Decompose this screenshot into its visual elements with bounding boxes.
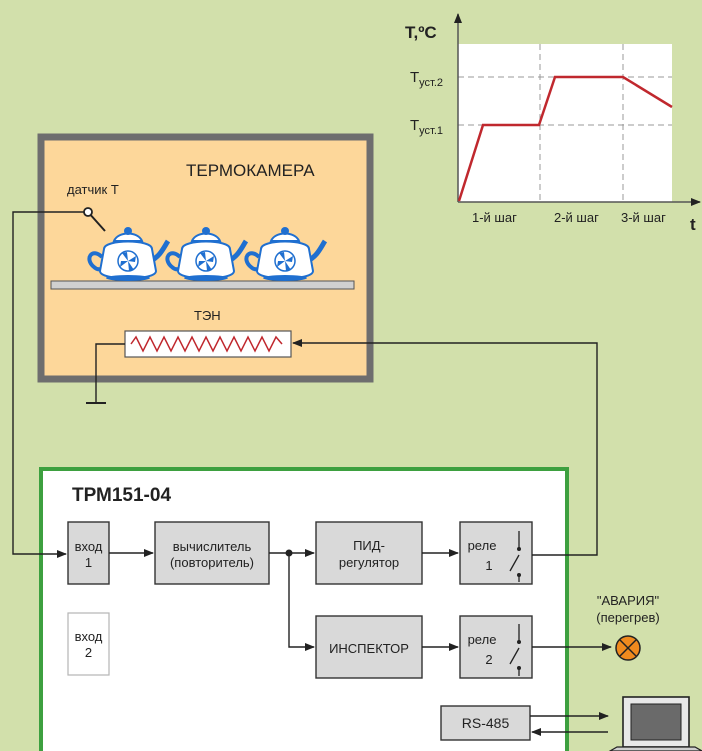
sensor-to-input-wire <box>12 211 88 558</box>
heater-coil <box>130 335 283 353</box>
inspector-label: ИНСПЕКТОР <box>329 641 409 656</box>
setpoint-2-label: Tуст.2 <box>410 69 443 89</box>
calculator-label: вычислитель <box>173 539 252 554</box>
step-label-2: 2-й шаг <box>554 210 599 225</box>
step-label-1: 1-й шаг <box>472 210 517 225</box>
heater-ground-wire <box>95 343 125 403</box>
pid-block: ПИД- регулятор <box>315 521 423 585</box>
sensor-tip <box>83 207 93 217</box>
relay-2-box <box>459 615 533 679</box>
relay-2-switch-icon <box>509 624 521 676</box>
temperature-profile-graph: T,ºC t Tуст.2 Tуст.1 1-й шаг 2-й шаг 3-й… <box>405 13 701 234</box>
pid-label-line2: регулятор <box>339 555 399 570</box>
trm151-device-panel <box>39 467 569 751</box>
calculator-block: вычислитель (повторитель) <box>154 521 270 585</box>
sensor-label: датчик Т <box>67 182 119 197</box>
input-2-block: вход 2 <box>67 612 110 676</box>
input-1-label: вход <box>75 539 103 554</box>
relay-1-number: 1 <box>485 558 492 573</box>
input-2-box <box>67 612 110 676</box>
alarm-label: "АВАРИЯ" <box>597 593 660 608</box>
temperature-profile-line <box>457 75 673 202</box>
step-label-3: 3-й шаг <box>621 210 666 225</box>
alarm-sublabel: (перегрев) <box>596 610 660 625</box>
input-2-number: 2 <box>85 645 92 660</box>
inspector-block: ИНСПЕКТОР <box>315 615 423 679</box>
relay-2-number: 2 <box>485 652 492 667</box>
pid-box <box>315 521 423 585</box>
calculator-mode: (повторитель) <box>170 555 254 570</box>
relay-1-label: реле <box>468 538 497 553</box>
relay-2-block: реле 2 <box>459 615 533 679</box>
input-1-block: вход 1 <box>67 521 110 585</box>
signal-wiring <box>12 207 612 736</box>
heater-label: ТЭН <box>194 308 221 323</box>
device-title: ТРМ151-04 <box>72 485 171 506</box>
y-axis-label: T,ºC <box>405 23 437 42</box>
rs485-block: RS-485 <box>440 705 531 741</box>
rs485-box <box>440 705 531 741</box>
chamber-title: ТЕРМОКАМЕРА <box>186 161 315 180</box>
setpoint-1-label: Tуст.1 <box>410 117 443 137</box>
laptop-icon <box>608 696 702 751</box>
graph-plot-area <box>458 44 672 202</box>
rs485-label: RS-485 <box>462 715 510 731</box>
thermal-chamber: ТЕРМОКАМЕРА датчик Т ТЭН <box>37 133 374 383</box>
relay-1-block: реле 1 <box>459 521 533 585</box>
alarm-indicator: "АВАРИЯ" (перегрев) <box>596 593 660 661</box>
pid-label-line1: ПИД- <box>353 538 385 553</box>
x-axis-label: t <box>690 215 696 234</box>
inspector-box <box>315 615 423 679</box>
relay-1-box <box>459 521 533 585</box>
calculator-to-inspector-arrow <box>288 553 315 651</box>
relay-2-label: реле <box>468 632 497 647</box>
relay1-to-heater-wire <box>292 339 598 556</box>
input-1-number: 1 <box>85 555 92 570</box>
chamber-shelf <box>50 280 355 290</box>
input-2-label: вход <box>75 629 103 644</box>
alarm-lamp-icon <box>615 635 641 661</box>
relay-1-switch-icon <box>509 531 521 582</box>
input-1-box <box>67 521 110 585</box>
